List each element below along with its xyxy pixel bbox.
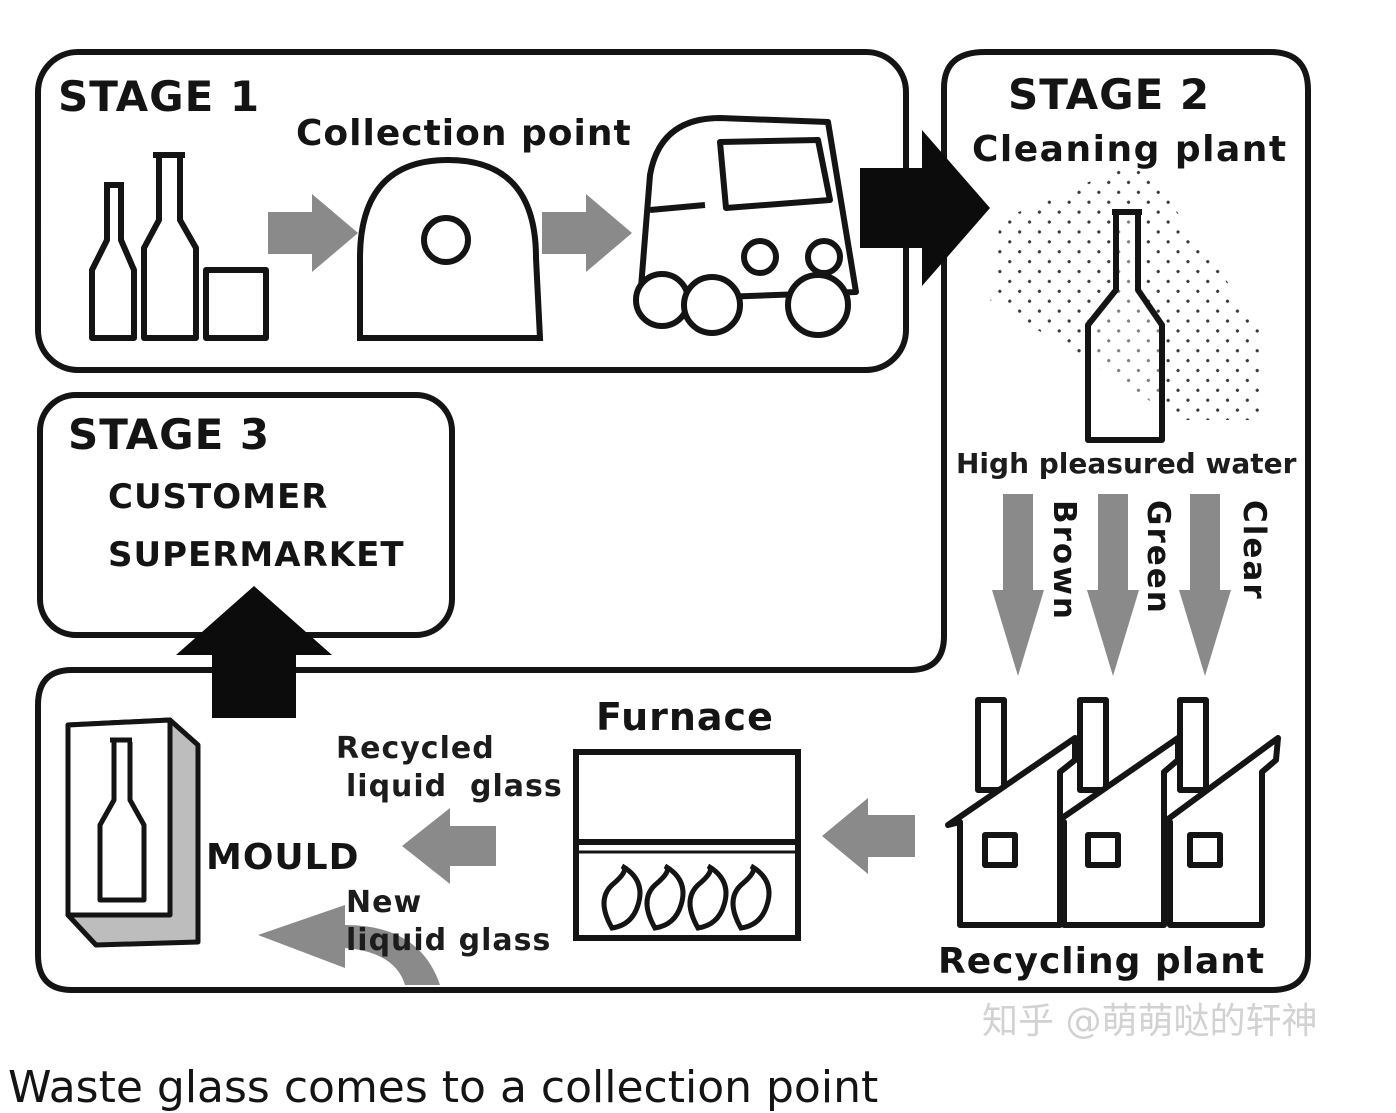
supermarket-label: SUPERMARKET <box>108 535 405 575</box>
customer-label: CUSTOMER <box>108 477 329 517</box>
furnace-label: Furnace <box>596 695 774 739</box>
furnace-icon <box>573 749 801 941</box>
clear-label: Clear <box>1236 500 1272 601</box>
arrow-to-furnace-icon <box>822 798 915 874</box>
mould-label: MOULD <box>206 837 360 878</box>
caption-text: Waste glass comes to a collection point <box>8 1062 879 1113</box>
recycled-label: Recycled <box>336 731 495 766</box>
watermark: 知乎 @萌萌哒的轩神 <box>982 1001 1318 1042</box>
collection-bin-icon <box>357 156 544 341</box>
collection-point-label: Collection point <box>296 113 632 154</box>
cleaning-plant-label: Cleaning plant <box>972 129 1288 170</box>
green-label: Green <box>1140 500 1176 615</box>
stage2-panel <box>35 49 1311 993</box>
new-liquid-glass-label: liquid glass <box>346 923 552 958</box>
flames-icon <box>601 863 772 931</box>
recycling-diagram <box>35 49 1311 993</box>
stage3-title: STAGE 3 <box>68 410 271 459</box>
recycling-plant-icon <box>945 697 1281 928</box>
arrow-to-stage2-icon <box>860 130 990 286</box>
stage1-title: STAGE 1 <box>58 72 261 121</box>
bottles-icon <box>89 152 269 341</box>
color-arrows-icon <box>992 494 1231 676</box>
arrow-to-truck-icon <box>542 194 632 272</box>
arrow-to-collection-icon <box>268 194 358 272</box>
high-pressure-water-label: High pleasured water <box>956 447 1297 480</box>
cleaning-spray-icon <box>990 160 1262 443</box>
mould-icon <box>65 717 201 948</box>
stage2-title: STAGE 2 <box>1008 70 1211 119</box>
recycling-plant-label: Recycling plant <box>938 941 1266 982</box>
brown-label: Brown <box>1046 500 1082 621</box>
arrow-to-stage3-icon <box>176 586 332 718</box>
arrow-recycled-glass-icon <box>402 808 496 884</box>
liquid-glass-label: liquid glass <box>346 769 563 804</box>
truck-icon <box>633 115 859 338</box>
arrow-new-glass-icon <box>258 905 440 985</box>
new-label: New <box>346 885 423 920</box>
